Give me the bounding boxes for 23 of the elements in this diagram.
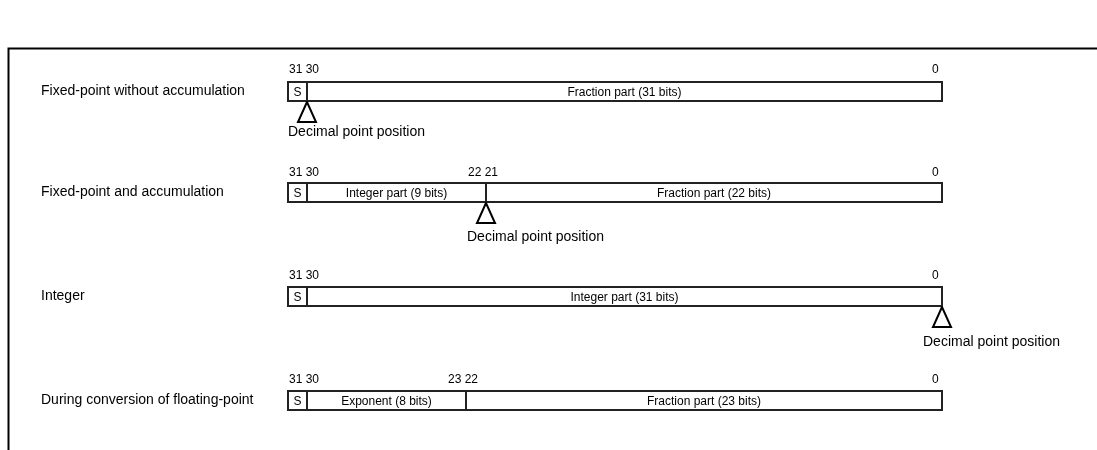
bit-field: S	[287, 286, 308, 307]
bit-number: 0	[932, 165, 939, 179]
bit-number: 0	[932, 62, 939, 76]
bit-field: S	[287, 390, 308, 411]
row-title: Fixed-point without accumulation	[41, 82, 245, 98]
bit-number: 31 30	[289, 268, 320, 282]
pointer-caption: Decimal point position	[923, 333, 1060, 349]
bit-number: 31 30	[289, 372, 320, 386]
pointer-caption: Decimal point position	[288, 123, 425, 139]
bit-number: 0	[932, 268, 939, 282]
bit-field: S	[287, 182, 308, 203]
bit-number: 22 21	[468, 165, 499, 179]
bit-field: S	[287, 81, 308, 102]
bit-number: 31 30	[289, 62, 320, 76]
row-title: Fixed-point and accumulation	[41, 183, 224, 199]
bit-number: 31 30	[289, 165, 320, 179]
bit-number: 23 22	[448, 372, 479, 386]
bit-number: 0	[932, 372, 939, 386]
row-title: During conversion of floating-point	[41, 391, 254, 407]
bit-field: Exponent (8 bits)	[306, 390, 467, 411]
bit-field: Fraction part (23 bits)	[465, 390, 943, 411]
row-title: Integer	[41, 287, 85, 303]
pointer-caption: Decimal point position	[467, 228, 604, 244]
